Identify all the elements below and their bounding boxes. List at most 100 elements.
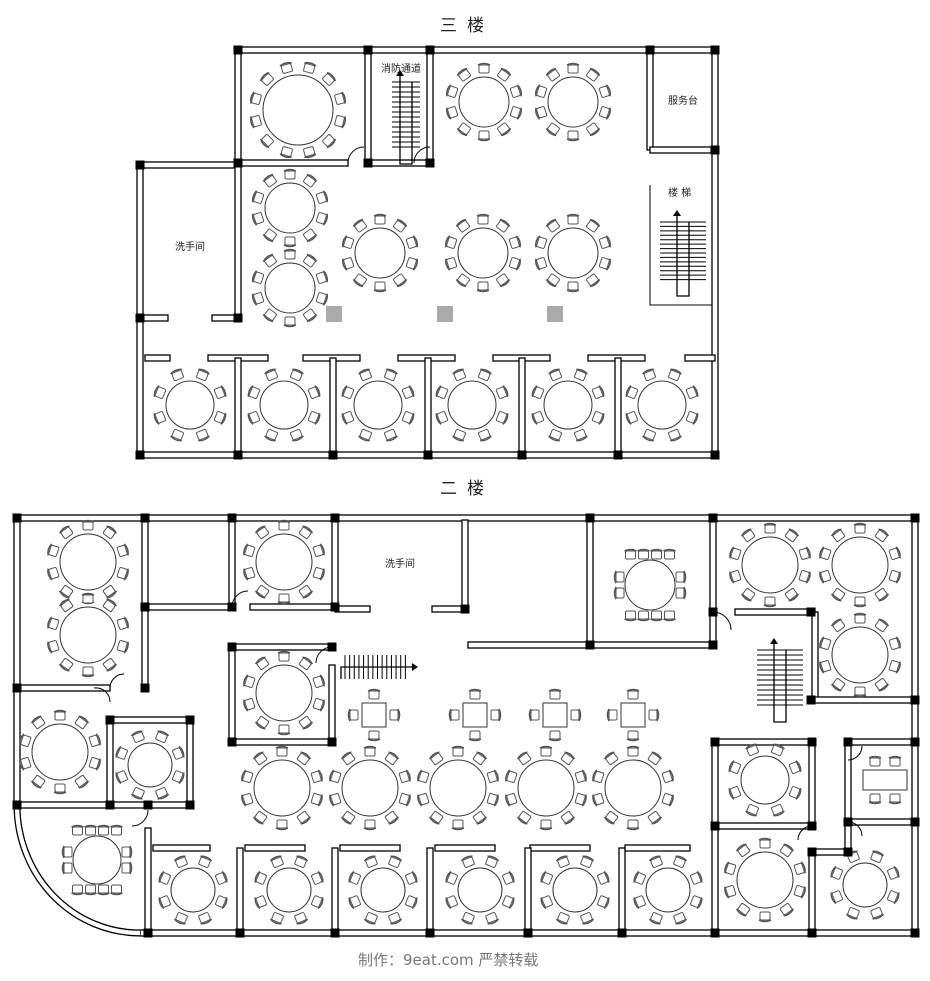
chair-seat [605,811,619,824]
table-top [831,536,889,594]
chair-seat [102,658,116,671]
round-table [728,743,802,817]
chair-back [545,279,557,288]
chair-seat [251,115,262,128]
chair [363,819,377,831]
chair-back [397,708,401,722]
chair [121,861,133,875]
chair-seat [495,386,508,399]
wall [808,741,816,827]
chair [283,248,297,260]
chair-seat [625,550,636,560]
chair [294,912,309,925]
chair-seat [278,593,290,603]
chair-back [81,674,95,678]
chair-seat [496,220,509,233]
chair-back [650,618,663,622]
chair [264,428,278,442]
chair-back [477,62,491,66]
chair-back [417,794,423,807]
chair-seat [244,567,256,580]
chair-back [408,385,415,397]
chair-back [314,413,321,425]
column [910,695,920,705]
chair [586,218,601,233]
chair-back [251,213,258,226]
round-table [417,745,499,831]
chair-back [480,435,492,442]
chair-back [452,368,464,375]
chair-seat [48,617,60,630]
chair [334,91,347,105]
chair [30,715,46,729]
chair-seat [278,652,290,662]
chair-seat [248,386,261,399]
chair-seat [311,895,323,908]
chair [303,146,317,159]
round-table [633,855,703,925]
chair-back [386,435,398,442]
chair-back [800,861,806,874]
chair [455,273,470,288]
chair-back [878,683,890,692]
chair-back [745,743,757,750]
chair-seat [730,547,742,560]
chair-seat [627,747,639,757]
chair-seat [405,872,417,885]
chair [262,228,277,243]
chair [254,870,267,885]
chair-seat [88,757,100,770]
chair-back [456,128,468,137]
chair-seat [405,895,417,908]
wall [228,517,236,608]
chair-back [637,548,650,552]
chair-back [292,435,304,442]
chair-back [252,751,264,760]
chair-seat [349,872,361,885]
table-top [360,867,406,913]
chair-seat [541,872,553,885]
chair [798,570,811,584]
round-table [819,612,901,698]
chair-seat [729,761,742,774]
chair-seat [608,709,618,721]
column [135,313,145,323]
chair [417,793,430,807]
chair-back [500,128,512,137]
arrow-right-icon [412,663,418,671]
chair-back [576,435,588,442]
chair [311,870,324,885]
chair-seat [334,115,345,128]
wall [684,354,716,362]
chair-seat [888,547,900,560]
chair [130,787,145,800]
chair-seat [651,550,662,560]
chair [283,168,297,180]
chair [290,428,304,442]
chair [566,281,580,293]
chair-back [531,385,538,397]
chair-back [322,270,329,283]
column [910,737,920,747]
chair [485,855,500,868]
wall [811,611,819,701]
chair-seat [74,775,88,788]
chair-seat [284,236,296,246]
pillar-gray [326,306,342,322]
chair-back [651,751,663,760]
chair [384,428,398,442]
chair-back [534,84,541,97]
chair-seat [627,730,639,740]
chair-seat [322,134,335,147]
chair [490,708,502,722]
chair-seat [598,106,610,119]
chair [597,895,610,910]
chair-back [262,314,274,323]
chair-back [158,870,165,883]
chair-seat [261,73,274,86]
chair-back [648,855,661,862]
chair-back [773,810,785,817]
chair-seat [593,793,605,806]
chair-back [805,546,811,559]
chair-seat [574,428,587,441]
